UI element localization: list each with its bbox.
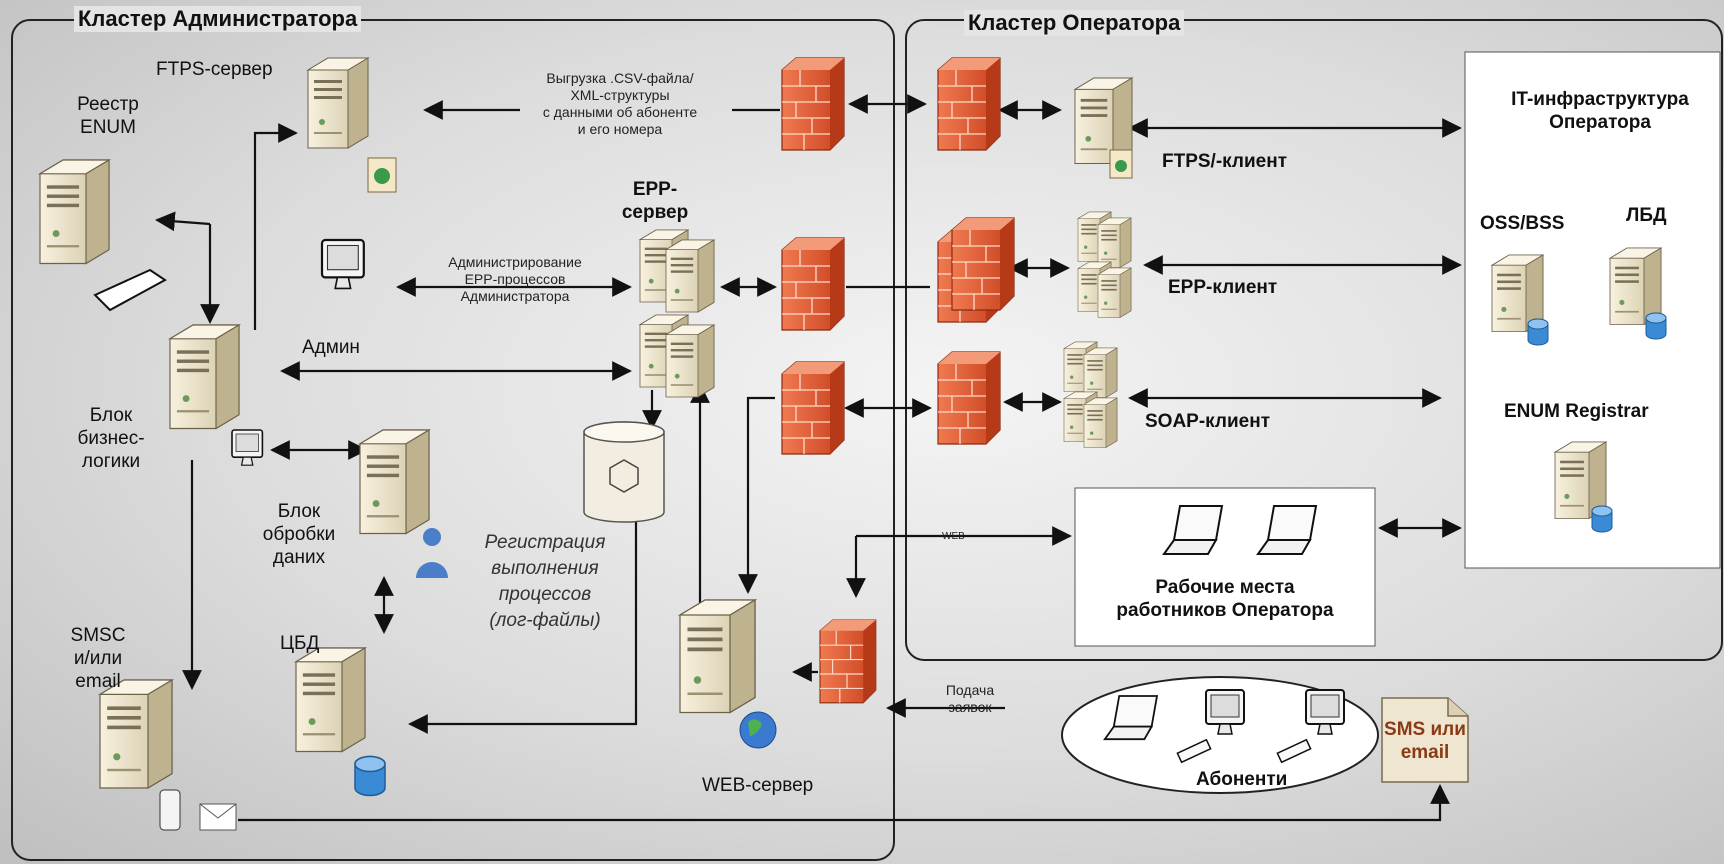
central-db-label: ЦБД <box>280 633 320 654</box>
epp-server-icon-4 <box>665 324 715 398</box>
scanner-icon <box>93 268 167 312</box>
epp-client-server-icon-2 <box>1097 217 1132 268</box>
subscribers-label: Абоненти <box>1196 769 1288 790</box>
lbd-db-icon <box>1645 312 1667 340</box>
workplaces-box <box>1074 487 1376 647</box>
sms-email-doc-icon <box>1381 697 1469 783</box>
lbd-label: ЛБД <box>1626 205 1667 226</box>
soap-client-server-icon-2 <box>1083 347 1118 398</box>
epp-server-label: EPP-сервер <box>621 179 689 223</box>
enum-registrar-db-icon <box>1591 505 1613 533</box>
central-db-cylinder-icon <box>354 755 386 797</box>
operator-cluster-title: Кластер Оператора <box>964 10 1185 36</box>
enum-registrar-label: ENUM Registrar <box>1504 401 1649 422</box>
globe-small-icon <box>374 168 390 184</box>
user-icon <box>423 528 441 546</box>
admin-label: Админ <box>302 337 360 358</box>
firewall-icon-7 <box>819 619 877 704</box>
epp-client-label: EPP-клиент <box>1168 277 1278 298</box>
firewall-icon-6 <box>937 351 1001 445</box>
admin-pc-icon <box>320 238 365 290</box>
business-logic-pc-icon <box>231 429 264 467</box>
firewall-icon-5 <box>781 361 845 455</box>
firewall-icon-1 <box>781 57 845 151</box>
admin-cluster-frame <box>11 19 895 861</box>
admin-cluster-title: Кластер Администратора <box>74 6 362 32</box>
epp-client-server-icon-4 <box>1097 267 1132 318</box>
business-logic-server-icon <box>169 324 240 430</box>
operator-cluster-frame <box>905 19 1723 661</box>
firewall-icon-2 <box>937 57 1001 151</box>
epp-server-icon-2 <box>665 239 715 313</box>
soap-client-server-icon-4 <box>1083 397 1118 448</box>
web-server-icon <box>679 599 756 714</box>
ftps-client-label: FTPS/-клиент <box>1162 151 1288 172</box>
oss-bss-label: OSS/BSS <box>1480 213 1565 234</box>
soap-client-label: SOAP-клиент <box>1145 411 1271 432</box>
ftps-server-label: FTPS-сервер <box>156 59 273 80</box>
smsc-server-icon <box>99 679 173 789</box>
cube-icon <box>609 459 639 493</box>
web-server-label: WEB-сервер <box>702 775 814 796</box>
phone-icon <box>159 789 181 831</box>
enum-registry-server-icon <box>39 159 110 265</box>
ftps-server-icon <box>307 57 369 149</box>
central-db-server-icon <box>295 647 366 753</box>
data-processing-server-icon <box>359 429 430 535</box>
web-edge-label: WEB <box>942 531 965 542</box>
firewall-icon-4b <box>951 217 1015 311</box>
firewall-icon-3 <box>781 237 845 331</box>
oss-bss-db-icon <box>1527 318 1549 346</box>
